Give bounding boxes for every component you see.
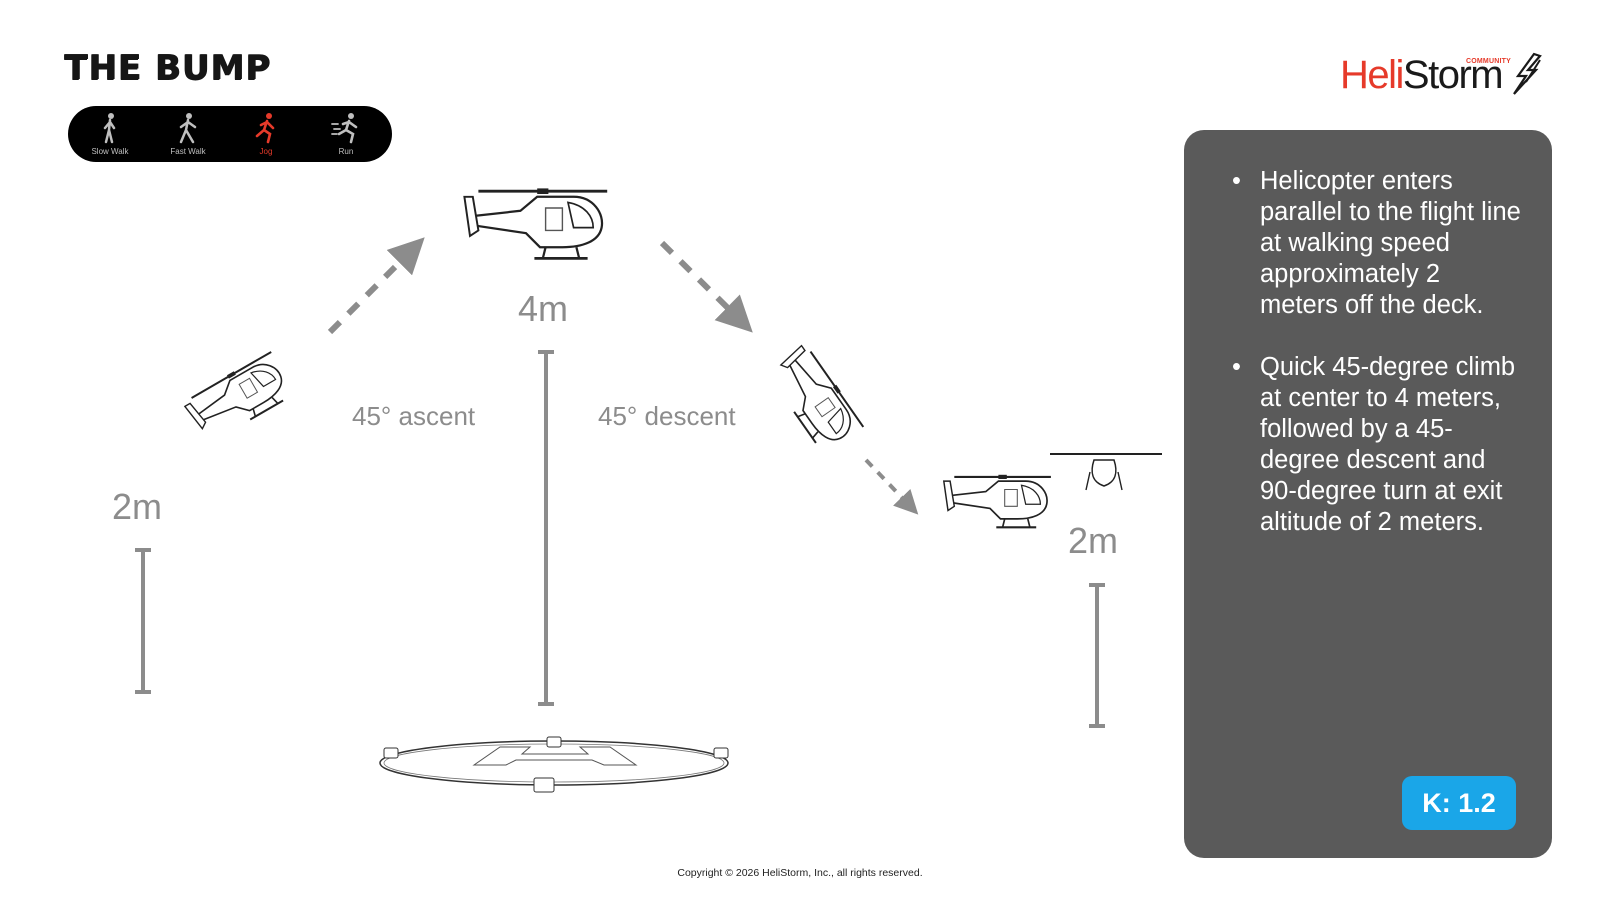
maneuver-title: THE BUMP bbox=[64, 48, 271, 88]
jog-icon bbox=[255, 113, 275, 144]
logo-text-storm: Storm bbox=[1402, 53, 1504, 97]
helicopter-turn bbox=[942, 473, 1052, 529]
flight-path-diagram bbox=[135, 186, 1162, 793]
fast-walk-icon bbox=[179, 113, 197, 144]
lightning-bolt-icon bbox=[1513, 52, 1542, 95]
copyright-notice: Copyright © 2026 HeliStorm, Inc., all ri… bbox=[677, 867, 923, 879]
helicopter-entry bbox=[180, 349, 297, 446]
peak-height-label: 4m bbox=[518, 288, 569, 329]
speed-selector: Slow Walk Fast Walk Jog Run bbox=[68, 106, 392, 162]
k-factor-badge: K: 1.2 bbox=[1402, 776, 1516, 830]
speed-jog: Jog bbox=[228, 112, 304, 156]
speed-label: Jog bbox=[259, 147, 273, 156]
run-icon bbox=[331, 113, 358, 144]
helicopter-peak bbox=[462, 186, 609, 260]
description-bullet-1: Helicopter enters parallel to the flight… bbox=[1232, 166, 1522, 321]
descent-angle-label: 45° descent bbox=[598, 401, 736, 431]
descent-arrow-lower bbox=[864, 458, 919, 515]
descent-arrow-upper bbox=[659, 240, 753, 333]
description-list: Helicopter enters parallel to the flight… bbox=[1232, 166, 1522, 569]
description-bullet-2: Quick 45-degree climb at center to 4 met… bbox=[1232, 352, 1522, 538]
helicopter-descent bbox=[764, 341, 866, 456]
speed-fast-walk: Fast Walk bbox=[150, 112, 226, 156]
speed-label: Slow Walk bbox=[91, 147, 129, 156]
speed-slow-walk: Slow Walk bbox=[72, 112, 148, 156]
description-panel: Helicopter enters parallel to the flight… bbox=[1184, 130, 1552, 858]
entry-height-label: 2m bbox=[112, 486, 163, 527]
helistorm-logo: HeliStorm COMMUNITY bbox=[1340, 50, 1546, 100]
slow-walk-icon bbox=[103, 113, 116, 144]
height-bar-entry bbox=[135, 548, 151, 694]
logo-community-tag: COMMUNITY bbox=[1466, 58, 1511, 65]
speed-label: Run bbox=[338, 147, 354, 156]
ascent-angle-label: 45° ascent bbox=[352, 401, 476, 431]
speed-label: Fast Walk bbox=[170, 147, 206, 156]
ascent-arrow bbox=[327, 237, 425, 335]
helicopter-exit bbox=[1050, 453, 1162, 491]
logo-text-heli: Heli bbox=[1340, 53, 1404, 97]
height-bar-top bbox=[538, 350, 554, 706]
speed-run: Run bbox=[308, 112, 384, 156]
helipad bbox=[379, 736, 729, 793]
exit-height-label: 2m bbox=[1068, 520, 1119, 561]
height-bar-exit bbox=[1089, 583, 1105, 728]
